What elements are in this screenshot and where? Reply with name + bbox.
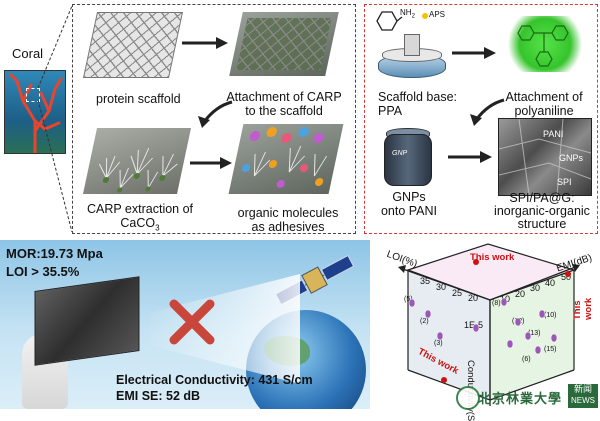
ppa-beaker <box>376 34 446 78</box>
aps-label: APS <box>429 10 446 19</box>
sem-spi-label: SPI <box>557 177 572 187</box>
arrow-curve-left-2 <box>470 98 505 126</box>
nh2-label: NH2 <box>400 8 415 20</box>
arrow-right-4 <box>448 151 492 163</box>
coral-label: Coral <box>12 46 44 61</box>
right-process-box <box>364 4 598 234</box>
ref-marker: (3) <box>434 340 443 347</box>
arrow-right-1 <box>182 37 228 49</box>
scaffold-base-label: Scaffold base: PPA <box>378 90 457 118</box>
structure-label: SPI/PA@G: inorganic-organic structure <box>494 191 590 231</box>
data-markers <box>408 259 571 383</box>
coral-zoom-box <box>26 88 40 102</box>
gnp-jar: GNP <box>384 128 432 186</box>
emi-tick-40: 40 <box>545 278 556 288</box>
organic-molecules-label: organic molecules as adhesives <box>237 206 339 234</box>
loi-tick-20: 20 <box>468 293 479 303</box>
university-name: 北京林業大學 <box>478 391 563 406</box>
emi-value: EMI SE: 52 dB <box>116 389 201 403</box>
ref-marker: (10) <box>544 312 557 319</box>
arrow-right-2 <box>190 157 232 169</box>
loi-tick-35: 35 <box>420 276 431 286</box>
emi-tick-20: 20 <box>515 289 526 299</box>
mor-value: MOR:19.73 Mpa <box>6 246 103 261</box>
carp-extraction-image <box>82 128 192 194</box>
sem-pani-label: PANI <box>543 129 564 139</box>
carp-extraction-label: CARP extraction of CaCO3 <box>86 202 194 233</box>
loi-tick-25: 25 <box>452 288 463 298</box>
coral-branches <box>9 73 63 153</box>
performance-cube <box>398 243 580 406</box>
gnps-label: GNPs onto PANI <box>380 190 438 218</box>
sem-image: PANI GNPs SPI <box>498 118 592 196</box>
organic-molecules-image <box>228 124 344 194</box>
composite-board <box>34 276 140 366</box>
conductivity-value: Electrical Conductivity: 431 S/cm <box>116 373 313 387</box>
sem-gnps-label: GNPs <box>559 153 584 163</box>
coral-photo <box>4 70 66 154</box>
carp-attached-scaffold <box>229 12 339 76</box>
news-badge: 新闻 NEWS <box>568 384 598 408</box>
ref-marker: (5) <box>404 296 413 303</box>
aniline-structure <box>376 11 403 31</box>
news-en: NEWS <box>571 396 595 405</box>
attachment-pani-label: Attachment of polyaniline <box>505 90 583 118</box>
protein-scaffold-image <box>82 12 184 78</box>
this-work-top: This work <box>470 252 515 263</box>
ref-marker: (15) <box>544 346 557 353</box>
arrow-curve-left <box>198 100 233 128</box>
block-cross-icon <box>169 299 215 345</box>
ref-marker: (8) <box>492 300 501 307</box>
left-process-box <box>72 4 356 234</box>
zoom-lines <box>37 5 73 233</box>
ref-marker: (13) <box>528 330 541 337</box>
ref-marker: (2) <box>420 318 429 325</box>
aps-dot <box>422 13 428 19</box>
protein-scaffold-label: protein scaffold <box>96 92 181 106</box>
news-cn: 新闻 <box>573 384 592 394</box>
subscript-3: 3 <box>155 223 160 233</box>
loi-value: LOI > 35.5% <box>6 264 80 279</box>
product-scene <box>0 240 370 409</box>
polyaniline-structure <box>504 12 586 74</box>
emi-tick-30: 30 <box>530 283 541 293</box>
emi-tick-50: 50 <box>561 272 572 282</box>
arrow-right-3 <box>452 47 496 59</box>
loi-tick-30: 30 <box>436 282 447 292</box>
attachment-carp-label: Attachment of CARP to the scaffold <box>226 90 342 118</box>
university-logo-icon <box>456 386 480 410</box>
ref-marker: (6) <box>522 356 531 363</box>
